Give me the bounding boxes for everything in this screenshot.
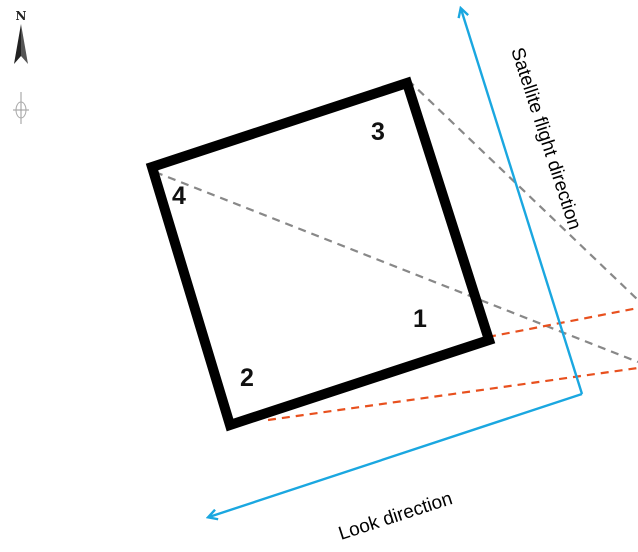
satellite-flight-label: Satellite flight direction (506, 45, 585, 232)
satellite-flight-arrow (461, 9, 584, 395)
red-ray-top (487, 306, 638, 339)
gray-view-rays (154, 79, 638, 364)
corner-label-1: 1 (413, 305, 427, 333)
north-letter: N (16, 9, 27, 23)
corner-label-4: 4 (172, 182, 186, 210)
footprint-square (145, 76, 496, 432)
corner-label-3: 3 (371, 118, 385, 146)
gray-ray-bottom (154, 170, 638, 364)
red-view-rays (267, 306, 638, 422)
gray-ray-top (407, 79, 638, 301)
look-direction-label: Look direction (336, 488, 455, 545)
look-direction-arrow (209, 392, 583, 517)
corner-label-2: 2 (240, 364, 254, 392)
north-arrow-icon: N (13, 9, 29, 124)
